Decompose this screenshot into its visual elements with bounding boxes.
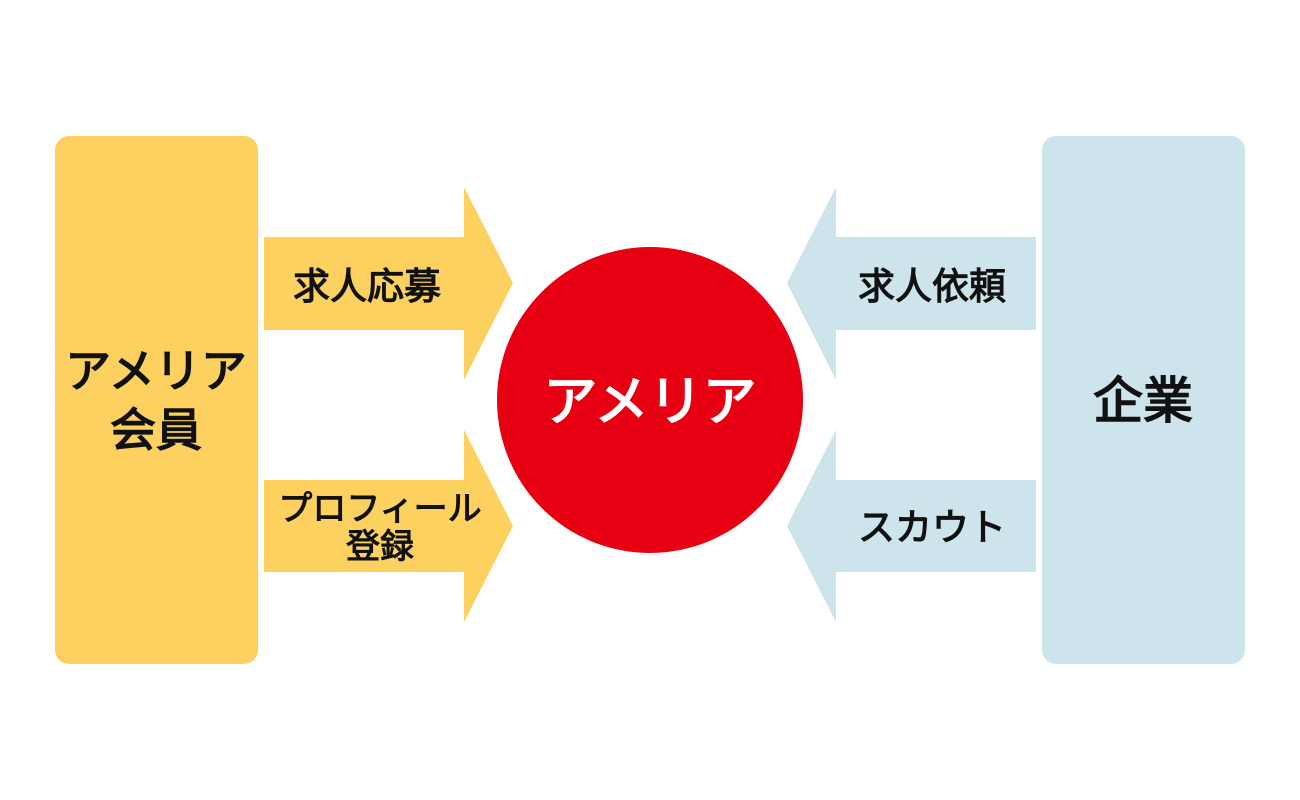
arrow-scout-shape	[787, 430, 1036, 622]
arrow-scout-label: スカウト	[858, 506, 1006, 549]
company-box-shape	[1042, 136, 1245, 664]
arrow-job-application-label: 求人応募	[293, 265, 442, 308]
arrow-profile-registration-label-line2: 登録	[345, 527, 415, 567]
amelia-circle: アメリア	[497, 247, 803, 553]
arrow-job-application: 求人応募	[264, 187, 513, 380]
arrow-job-request: 求人依頼	[787, 187, 1036, 380]
company-box-label: 企業	[1093, 372, 1193, 430]
arrow-profile-registration-shape	[264, 430, 513, 622]
arrow-profile-registration-label-line1: プロフィール	[278, 489, 481, 529]
arrow-profile-registration: プロフィール 登録	[264, 430, 513, 622]
arrow-job-request-label: 求人依頼	[858, 265, 1007, 308]
amelia-circle-label: アメリア	[543, 370, 756, 433]
arrow-job-request-shape	[787, 187, 1036, 380]
member-box-label-line2: 会員	[110, 403, 202, 457]
amelia-circle-shape	[497, 247, 803, 553]
member-box: アメリア 会員	[55, 136, 258, 664]
arrow-job-application-shape	[264, 187, 513, 380]
member-box-shape	[55, 136, 258, 664]
arrow-scout: スカウト	[787, 430, 1036, 622]
company-box: 企業	[1042, 136, 1245, 664]
member-box-label-line1: アメリア	[65, 344, 247, 398]
